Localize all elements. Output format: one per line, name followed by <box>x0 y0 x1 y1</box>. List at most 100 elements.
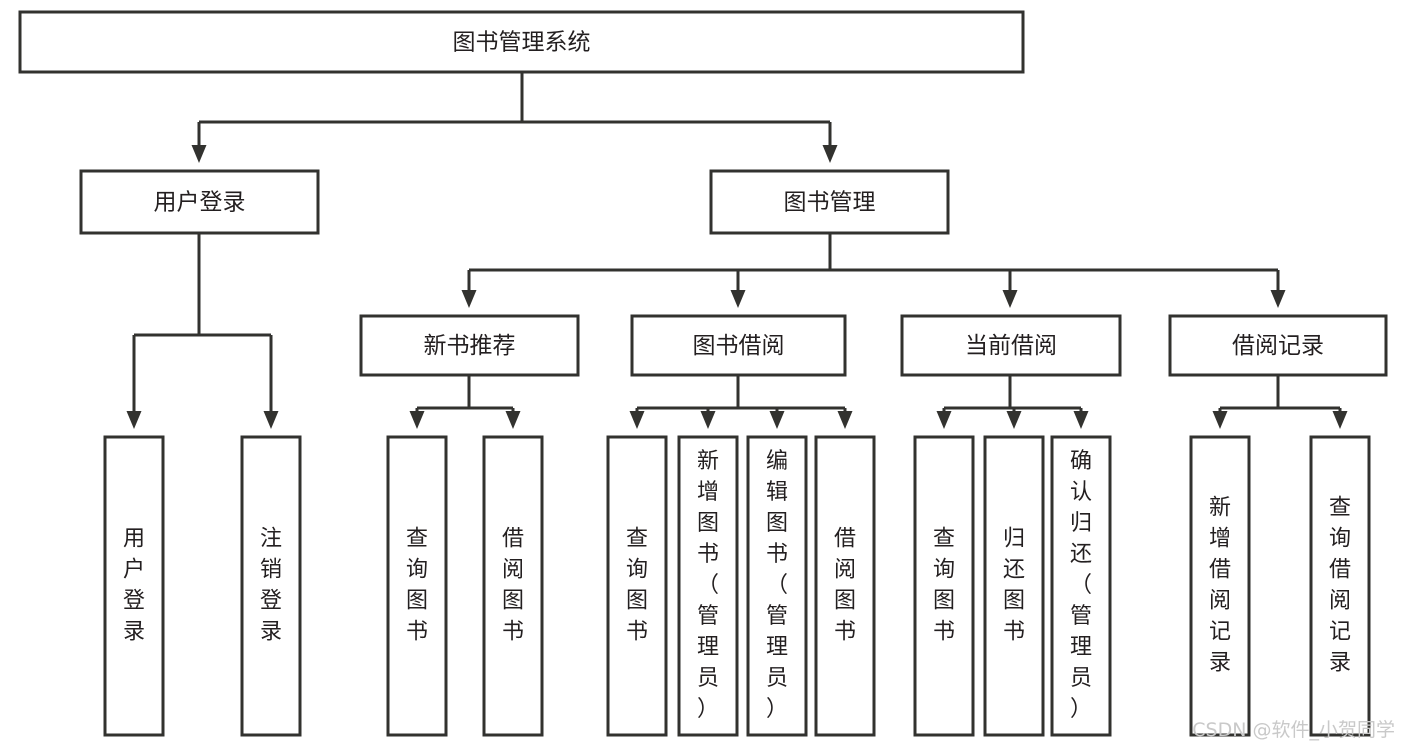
arrow-head-icon <box>1006 411 1022 429</box>
arrow-head-icon <box>936 411 952 429</box>
node-new-book-recommend[interactable]: 新书推荐 <box>359 314 580 377</box>
node-box[interactable] <box>240 435 302 737</box>
node-leaf-confirm-return[interactable]: 确认归还（管理员） <box>1050 435 1112 737</box>
connector-edge-cb-1 <box>936 408 952 429</box>
node-box[interactable] <box>746 435 808 737</box>
node-leaf-user-logout[interactable]: 注销登录 <box>240 435 302 737</box>
node-leaf-add-book[interactable]: 新增图书（管理员） <box>677 435 739 737</box>
arrow-head-icon <box>730 290 746 308</box>
arrow-head-icon <box>700 411 716 429</box>
node-box[interactable] <box>677 435 739 737</box>
node-box[interactable] <box>983 435 1045 737</box>
node-label: 图书管理系统 <box>453 30 591 56</box>
connector-edge-l3-3 <box>1002 270 1018 308</box>
node-label: 借阅记录 <box>1232 333 1324 359</box>
node-label: 编辑图书（管理员） <box>766 449 788 722</box>
node-current-borrow[interactable]: 当前借阅 <box>900 314 1122 377</box>
node-label: 用户登录 <box>154 190 246 216</box>
connector-edge-br-1 <box>1212 408 1228 429</box>
arrow-head-icon <box>191 145 207 163</box>
node-box[interactable] <box>814 435 876 737</box>
node-box[interactable] <box>386 435 448 737</box>
csdn-watermark: CSDN @软件_小贺同学 <box>1192 719 1395 741</box>
arrow-head-icon <box>837 411 853 429</box>
arrow-head-icon <box>1212 411 1228 429</box>
node-leaf-edit-book[interactable]: 编辑图书（管理员） <box>746 435 808 737</box>
arrow-head-icon <box>409 411 425 429</box>
connector-edge-cb-3 <box>1073 408 1089 429</box>
node-box[interactable] <box>482 435 544 737</box>
node-box[interactable] <box>359 314 580 377</box>
connector-edge-bb-4 <box>837 408 853 429</box>
node-box[interactable] <box>1168 314 1388 377</box>
node-label: 新增图书（管理员） <box>697 449 719 722</box>
node-box[interactable] <box>1050 435 1112 737</box>
node-layer: 图书管理系统用户登录图书管理新书推荐图书借阅当前借阅借阅记录用户登录注销登录查询… <box>18 10 1388 737</box>
connector-edge-bb-3 <box>769 408 785 429</box>
node-root[interactable]: 图书管理系统 <box>18 10 1025 74</box>
node-label: 当前借阅 <box>965 333 1057 359</box>
node-label: 借阅图书 <box>834 527 856 645</box>
arrow-head-icon <box>1073 411 1089 429</box>
node-label: 借阅图书 <box>502 527 524 645</box>
node-book-borrow[interactable]: 图书借阅 <box>630 314 847 377</box>
arrow-head-icon <box>263 411 279 429</box>
node-box[interactable] <box>630 314 847 377</box>
node-box[interactable] <box>913 435 975 737</box>
node-leaf-query-book-cur[interactable]: 查询图书 <box>913 435 975 737</box>
connector-edge-bb-2 <box>700 408 716 429</box>
node-box[interactable] <box>103 435 165 737</box>
node-label: 新增借阅记录 <box>1209 496 1231 676</box>
connector-edge-nbr-2 <box>505 408 521 429</box>
node-box[interactable] <box>709 169 950 235</box>
connector-edge-cb-2 <box>1006 408 1022 429</box>
node-box[interactable] <box>79 169 320 235</box>
arrow-head-icon <box>822 145 838 163</box>
node-label: 查询图书 <box>626 527 648 645</box>
node-label: 新书推荐 <box>424 333 516 359</box>
node-leaf-borrow-book[interactable]: 借阅图书 <box>814 435 876 737</box>
node-box[interactable] <box>1309 435 1371 737</box>
node-box[interactable] <box>606 435 668 737</box>
connector-edge-ul-1 <box>126 335 142 429</box>
arrow-head-icon <box>629 411 645 429</box>
connector-edge-bb-1 <box>629 408 645 429</box>
node-label: 归还图书 <box>1003 527 1025 645</box>
node-box[interactable] <box>900 314 1122 377</box>
arrow-head-icon <box>769 411 785 429</box>
node-borrow-record[interactable]: 借阅记录 <box>1168 314 1388 377</box>
node-box[interactable] <box>18 10 1025 74</box>
connector-edge-br-2 <box>1332 408 1348 429</box>
node-label: 图书借阅 <box>693 333 785 359</box>
arrow-head-icon <box>505 411 521 429</box>
arrow-head-icon <box>1270 290 1286 308</box>
node-user-login[interactable]: 用户登录 <box>79 169 320 235</box>
node-box[interactable] <box>1189 435 1251 737</box>
node-book-manage[interactable]: 图书管理 <box>709 169 950 235</box>
node-leaf-return-book[interactable]: 归还图书 <box>983 435 1045 737</box>
arrow-head-icon <box>461 290 477 308</box>
node-label: 图书管理 <box>784 190 876 216</box>
connector-edge-ul-2 <box>263 335 279 429</box>
connector-edge-to-user-login <box>191 122 207 163</box>
connector-edge-l3-2 <box>730 270 746 308</box>
connector-edge-l3-1 <box>461 270 477 308</box>
node-label: 注销登录 <box>260 527 282 645</box>
node-leaf-query-book-new[interactable]: 查询图书 <box>386 435 448 737</box>
node-label: 查询图书 <box>933 527 955 645</box>
node-label: 用户登录 <box>123 527 145 645</box>
node-leaf-borrow-book-new[interactable]: 借阅图书 <box>482 435 544 737</box>
node-leaf-query-book-borrow[interactable]: 查询图书 <box>606 435 668 737</box>
arrow-head-icon <box>126 411 142 429</box>
connector-edge-to-book-manage <box>822 122 838 163</box>
connector-edge-l3-4 <box>1270 270 1286 308</box>
node-leaf-add-record[interactable]: 新增借阅记录 <box>1189 435 1251 737</box>
node-label: 查询借阅记录 <box>1329 496 1351 676</box>
connector-edge-nbr-1 <box>409 408 425 429</box>
arrow-head-icon <box>1002 290 1018 308</box>
node-label: 查询图书 <box>406 527 428 645</box>
node-leaf-user-login[interactable]: 用户登录 <box>103 435 165 737</box>
node-leaf-query-record[interactable]: 查询借阅记录 <box>1309 435 1371 737</box>
